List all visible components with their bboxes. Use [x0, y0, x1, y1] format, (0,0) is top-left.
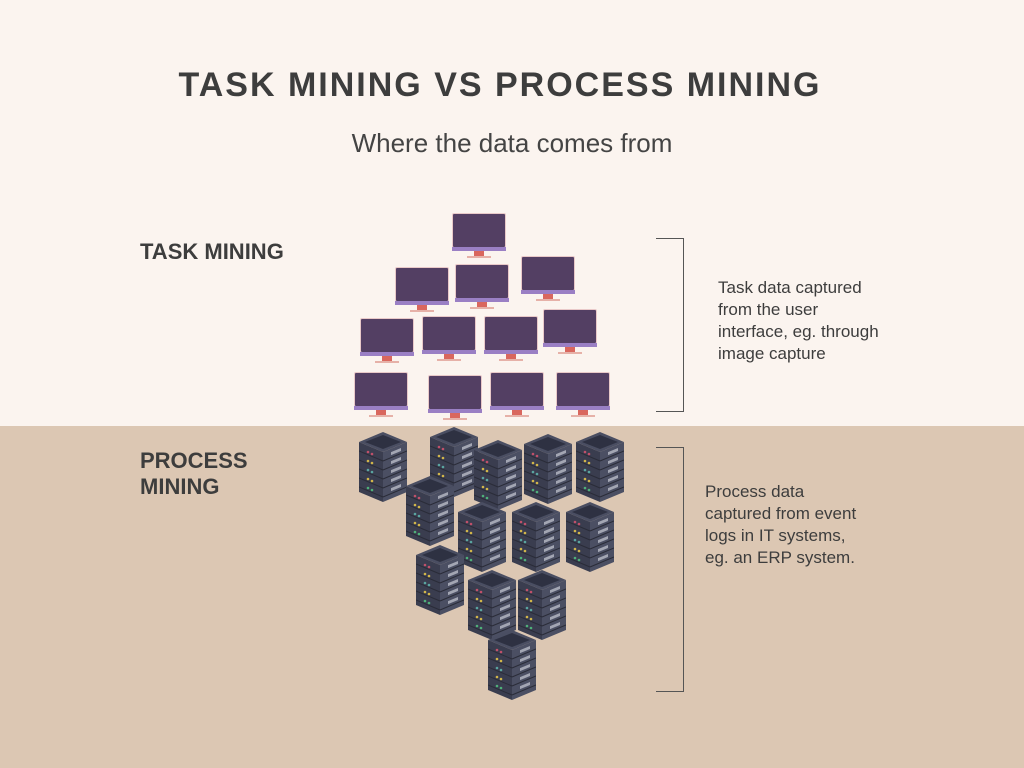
server-icon	[405, 476, 455, 546]
process-bracket	[656, 447, 684, 692]
process-label-line: PROCESS	[140, 448, 248, 473]
task-mining-label: TASK MINING	[140, 239, 284, 264]
monitor-icon	[452, 213, 506, 259]
server-icon	[565, 502, 615, 572]
desc-line: from the user	[718, 300, 819, 319]
page-title: TASK MINING VS PROCESS MINING	[178, 66, 822, 104]
task-bracket	[656, 238, 684, 412]
monitor-icon	[428, 375, 482, 421]
monitor-icon	[360, 318, 414, 364]
server-icon	[487, 630, 537, 700]
monitor-icon	[455, 264, 509, 310]
monitor-icon	[354, 372, 408, 418]
server-icon	[358, 432, 408, 502]
task-description: Task data captured from the user interfa…	[718, 277, 879, 365]
server-icon	[523, 434, 573, 504]
server-icon	[517, 570, 567, 640]
desc-line: captured from event	[705, 504, 857, 523]
monitor-icon	[484, 316, 538, 362]
server-icon	[467, 570, 517, 640]
page-subtitle: Where the data comes from	[351, 128, 673, 158]
desc-line: interface, eg. through	[718, 322, 879, 341]
desc-line: Process data	[705, 482, 805, 501]
monitor-icon	[521, 256, 575, 302]
server-icon	[457, 502, 507, 572]
desc-line: eg. an ERP system.	[705, 548, 855, 567]
server-icon	[473, 440, 523, 510]
server-icon	[575, 432, 625, 502]
server-icon	[511, 502, 561, 572]
monitor-icon	[556, 372, 610, 418]
monitor-icon	[422, 316, 476, 362]
desc-line: Task data captured	[718, 278, 862, 297]
desc-line: image capture	[718, 344, 826, 363]
monitor-icon	[543, 309, 597, 355]
process-description: Process data captured from event logs in…	[705, 481, 856, 569]
monitor-icon	[395, 267, 449, 313]
monitor-icon	[490, 372, 544, 418]
desc-line: logs in IT systems,	[705, 526, 846, 545]
process-label-line: MINING	[140, 474, 220, 499]
process-mining-label: PROCESS MINING	[140, 448, 248, 500]
server-icon	[415, 545, 465, 615]
